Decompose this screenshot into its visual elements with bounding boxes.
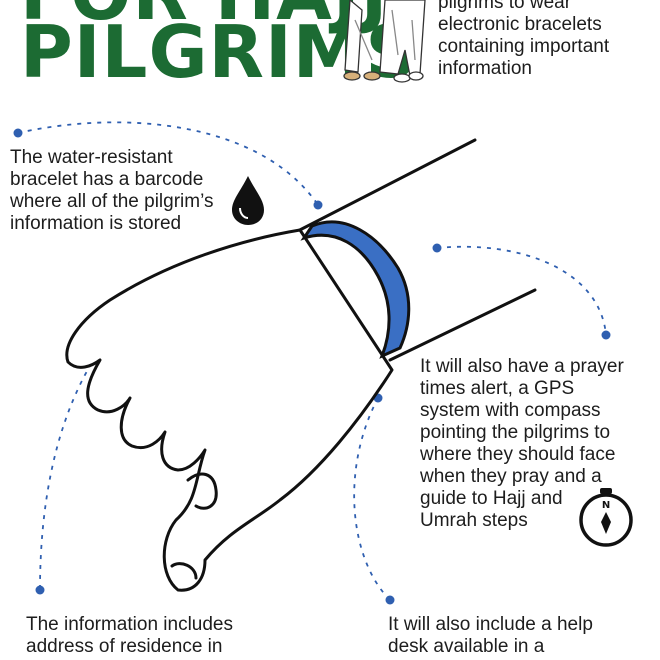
wrist-hand-illustration (65, 138, 537, 592)
title-line-1: FOR HAJJ (20, 0, 388, 36)
info-callout: The information includes address of resi… (26, 614, 233, 657)
pilgrim-figures-icon (343, 0, 426, 83)
helpdesk-callout: It will also include a help desk availab… (388, 614, 593, 657)
prayer-callout: It will also have a prayer times alert, … (420, 356, 624, 531)
compass-icon: N (579, 488, 633, 547)
bracelet-icon (300, 220, 411, 359)
intro-text: pilgrims to wear electronic bracelets co… (438, 0, 610, 79)
dashed-connector-lines (17, 121, 607, 601)
barcode-callout: The water-resistant bracelet has a barco… (10, 147, 214, 234)
svg-text:N: N (602, 500, 610, 511)
